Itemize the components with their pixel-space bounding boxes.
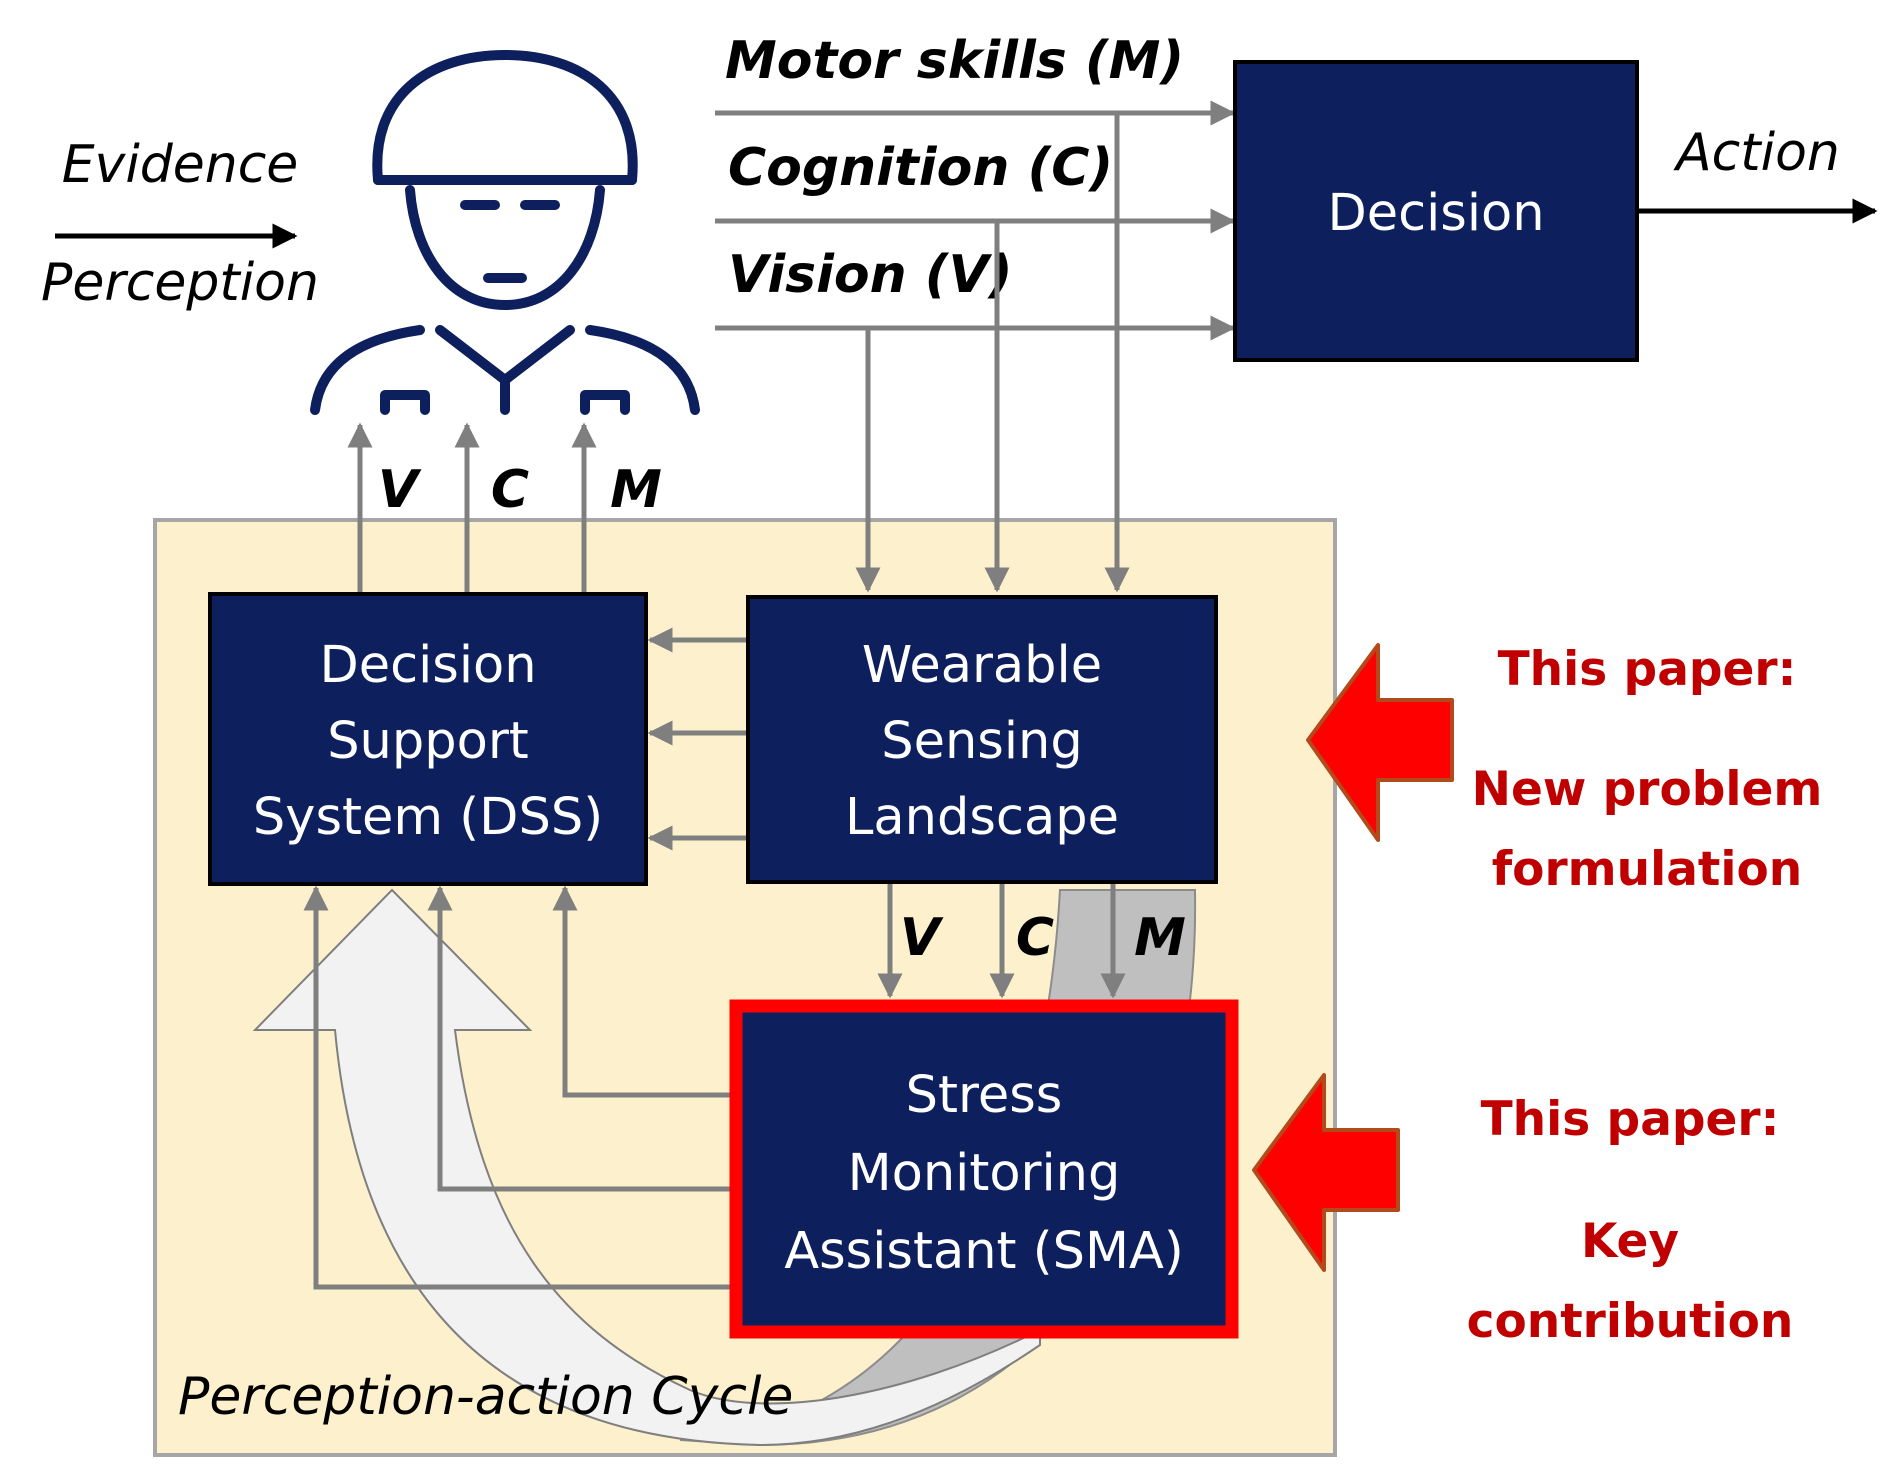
dss-line-3: System (DSS)	[253, 788, 603, 847]
cycle-arrow-front	[252, 888, 1041, 1447]
dss-line-1: Decision	[319, 636, 536, 695]
cycle-label: Perception-action Cycle	[178, 1367, 793, 1427]
perception-label: Perception	[41, 253, 319, 313]
down-label-m: M	[1134, 908, 1186, 968]
up-label-m: M	[610, 460, 662, 520]
contribution-1-line-2: formulation	[1492, 842, 1803, 897]
dss-line-2: Support	[327, 712, 529, 771]
dss-box	[208, 592, 648, 886]
wearable-box	[746, 595, 1218, 884]
feedback-arrows-up	[347, 422, 597, 592]
up-label-v: V	[378, 460, 422, 520]
sma-line-3: Assistant (SMA)	[784, 1222, 1184, 1281]
action-label: Action	[1673, 123, 1840, 183]
contribution-2-line-1: Key	[1581, 1214, 1679, 1269]
contribution-2-heading: This paper:	[1481, 1092, 1780, 1147]
sma-line-2: Monitoring	[848, 1144, 1121, 1203]
contribution-1-heading: This paper:	[1498, 642, 1797, 697]
sma-box	[729, 999, 1239, 1339]
wearable-to-dss-arrows	[647, 627, 748, 851]
wearable-line-3: Landscape	[845, 788, 1119, 847]
sma-to-dss-arrows	[303, 885, 734, 1290]
channel-lines	[715, 100, 1236, 593]
contribution-arrow-1	[1306, 643, 1454, 842]
decision-box-label: Decision	[1327, 184, 1544, 243]
down-label-v: V	[900, 908, 944, 968]
contribution-2-line-2: contribution	[1467, 1294, 1794, 1349]
contribution-arrow-2	[1252, 1073, 1400, 1272]
wearable-line-1: Wearable	[862, 636, 1102, 695]
wearable-to-sma-arrows	[877, 884, 1126, 999]
down-label-c: C	[1016, 908, 1054, 968]
wearable-line-2: Sensing	[881, 712, 1083, 771]
operator-icon	[310, 50, 700, 415]
up-label-c: C	[491, 460, 529, 520]
cognition-label: Cognition (C)	[728, 138, 1113, 198]
motor-skills-label: Motor skills (M)	[725, 31, 1184, 91]
vision-label: Vision (V)	[728, 245, 1013, 305]
sma-line-1: Stress	[906, 1066, 1063, 1125]
contribution-1-line-1: New problem	[1472, 762, 1823, 817]
evidence-label: Evidence	[62, 135, 299, 195]
